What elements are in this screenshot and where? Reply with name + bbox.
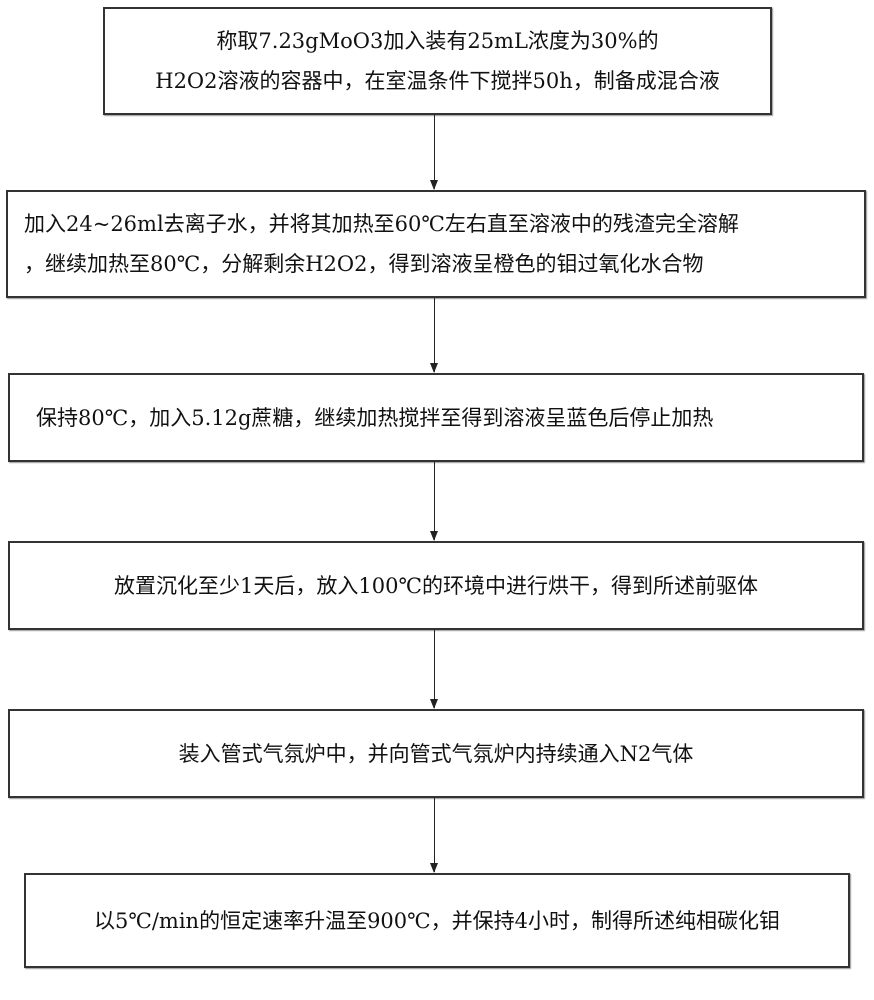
step-2-box: 加入24~26ml去离子水，并将其加热至60℃左右直至溶液中的残渣完全溶解 ，继… xyxy=(6,190,866,298)
arrow-4-5 xyxy=(430,630,438,709)
step-1-box: 称取7.23gMoO3加入装有25mL浓度为30%的 H2O2溶液的容器中，在室… xyxy=(103,7,772,115)
step-6-line-1: 以5℃/min的恒定速率升温至900℃，并保持4小时，制得所述纯相碳化钼 xyxy=(93,908,780,933)
step-6-box: 以5℃/min的恒定速率升温至900℃，并保持4小时，制得所述纯相碳化钼 xyxy=(24,873,850,968)
step-1-line-2: H2O2溶液的容器中，在室温条件下搅拌50h，制备成混合液 xyxy=(155,69,720,93)
step-1-line-1: 称取7.23gMoO3加入装有25mL浓度为30%的 xyxy=(216,29,659,53)
step-5-box: 装入管式气氛炉中，并向管式气氛炉内持续通入N2气体 xyxy=(8,709,864,798)
step-5-line-1: 装入管式气氛炉中，并向管式气氛炉内持续通入N2气体 xyxy=(178,741,694,766)
step-3-line-1: 保持80℃，加入5.12g蔗糖，继续加热搅拌至得到溶液呈蓝色后停止加热 xyxy=(36,405,714,430)
step-4-line-1: 放置沉化至少1天后，放入100℃的环境中进行烘干，得到所述前驱体 xyxy=(114,573,758,598)
step-4-box: 放置沉化至少1天后，放入100℃的环境中进行烘干，得到所述前驱体 xyxy=(8,541,864,630)
step-3-box: 保持80℃，加入5.12g蔗糖，继续加热搅拌至得到溶液呈蓝色后停止加热 xyxy=(8,373,864,462)
arrow-3-4 xyxy=(430,462,438,541)
step-2-line-2: ，继续加热至80℃，分解剩余H2O2，得到溶液呈橙色的钼过氧化水合物 xyxy=(24,252,704,276)
arrow-2-3 xyxy=(430,298,438,373)
step-2-line-1: 加入24~26ml去离子水，并将其加热至60℃左右直至溶液中的残渣完全溶解 xyxy=(24,212,739,236)
arrow-1-2 xyxy=(430,115,438,190)
arrow-5-6 xyxy=(430,798,438,873)
